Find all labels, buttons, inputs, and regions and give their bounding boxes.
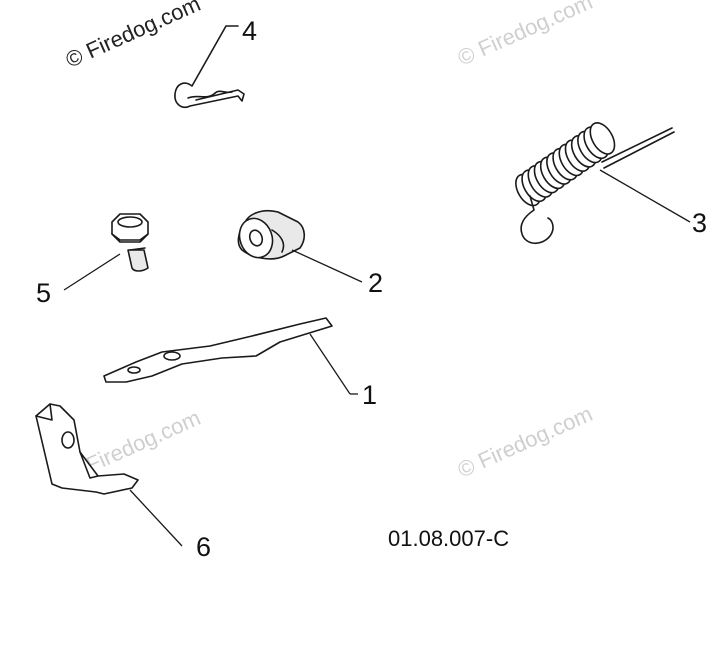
spring-coil: [589, 122, 616, 155]
diagram-code: 01.08.007-C: [388, 526, 509, 551]
watermark-top-right: © Firedog.com: [454, 0, 596, 71]
leader-2: [291, 249, 363, 283]
leader-1: [309, 333, 351, 395]
watermark-mid-right: © Firedog.com: [454, 401, 596, 483]
leader-6: [129, 489, 183, 547]
callout-2: 2: [368, 268, 383, 298]
part-4-hairpin-clip: [174, 25, 245, 109]
callout-4: 4: [242, 16, 257, 46]
leader-3: [599, 169, 691, 223]
part-3-spring: [515, 122, 675, 245]
callout-3: 3: [692, 208, 707, 238]
spring-coils: [515, 122, 616, 207]
callout-1: 1: [362, 380, 377, 410]
part-6-bracket: [35, 403, 139, 495]
watermark-top-left: © Firedog.com: [62, 0, 204, 73]
leader-5: [63, 253, 121, 291]
part-2-bushing: [237, 210, 306, 260]
callout-5: 5: [36, 278, 51, 308]
callout-6: 6: [196, 532, 211, 562]
part-5-bolt: [111, 213, 149, 272]
part-1-plate: [103, 317, 333, 383]
